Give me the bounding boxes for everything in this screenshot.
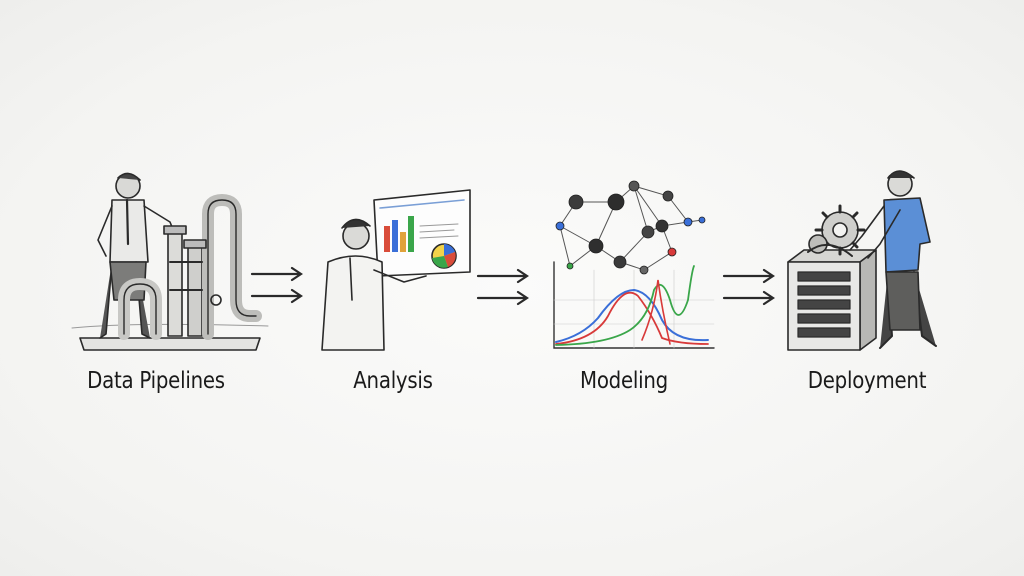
- stage-analysis: [308, 0, 478, 360]
- stage-label-deployment: Deployment: [807, 368, 927, 394]
- engineer-with-server-icon: [787, 170, 937, 351]
- arrow-pipelines-to-analysis: [250, 266, 303, 304]
- analyst-with-dashboard-icon: [321, 189, 471, 351]
- engineer-with-pipes-icon: [71, 172, 269, 351]
- network-and-curves-icon: [553, 180, 715, 349]
- stage-data-pipelines: [70, 0, 270, 360]
- stage-deployment: [780, 0, 980, 360]
- arrow-analysis-to-modeling: [476, 268, 529, 306]
- stage-modeling: [538, 0, 718, 360]
- stage-label-data-pipelines: Data Pipelines: [87, 368, 225, 394]
- arrow-modeling-to-deployment: [722, 268, 775, 306]
- stage-label-modeling: Modeling: [580, 368, 668, 394]
- double-arrow-right-icon: [250, 266, 303, 304]
- stage-label-analysis: Analysis: [353, 368, 433, 394]
- double-arrow-right-icon: [722, 268, 775, 306]
- double-arrow-right-icon: [476, 268, 529, 306]
